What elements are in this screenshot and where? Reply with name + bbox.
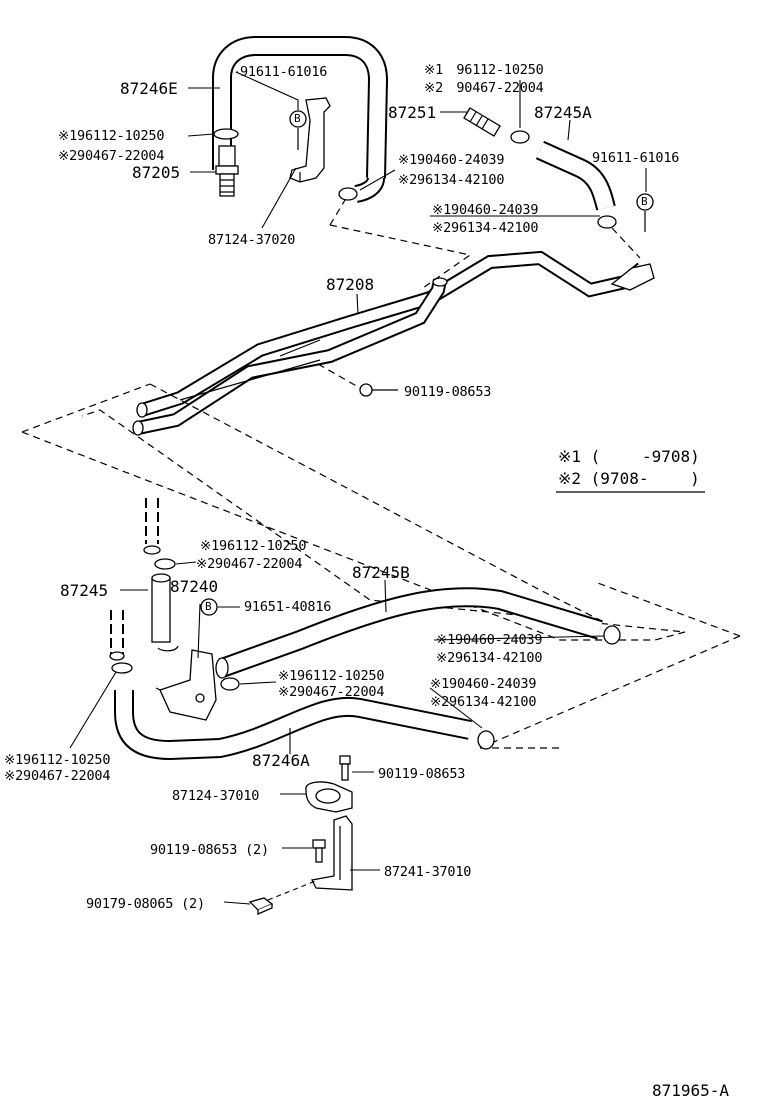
joint-87240 <box>151 573 179 652</box>
label-bolt-90119-upper: 90119-08653 <box>404 384 492 400</box>
label-clamp-90467-lower-left: ※290467-22004 <box>4 768 111 784</box>
joint-87205 <box>213 128 239 197</box>
label-clamp-96112-lower-center: ※196112-10250 <box>278 668 385 684</box>
label-bolt-90119-lower: 90119-08653 <box>378 766 466 782</box>
label-clip-91611-right: 91611-61016 <box>592 150 680 166</box>
clamp-87246A-end <box>477 730 495 750</box>
label-clamp-96134-lower-right2: ※296134-42100 <box>430 694 537 710</box>
hose-87246A <box>114 690 472 761</box>
clamp-87245A-end <box>597 215 617 229</box>
label-plate-87124-37010: 87124-37010 <box>172 788 260 804</box>
clamp-mid <box>154 558 176 570</box>
clamp-87251 <box>510 130 530 144</box>
plate-87124-37010 <box>305 781 353 813</box>
hose-87245B <box>215 587 603 679</box>
label-clamp-96134-upper-center: ※296134-42100 <box>398 172 505 188</box>
label-hose-87245A: 87245A <box>534 103 592 122</box>
label-joint-87205: 87205 <box>132 163 181 182</box>
label-bracket-87124-37020: 87124-37020 <box>208 232 296 248</box>
label-clamp-90460-lower-right1: ※190460-24039 <box>436 632 543 648</box>
clip-b-icon <box>200 598 218 616</box>
label-clip-91651: 91651-40816 <box>244 599 332 615</box>
label-clamp-96112-mid: ※196112-10250 <box>200 538 307 554</box>
label-clamp-90467-top-right: ※2 90467-22004 <box>424 80 544 96</box>
leader-lines <box>69 71 705 905</box>
clip-b-icon <box>636 193 654 232</box>
label-pipe-87208: 87208 <box>326 275 375 294</box>
label-clamp-96112-top-right: ※1 96112-10250 <box>424 62 544 78</box>
label-bolt-90119-qty2: 90119-08653 (2) <box>150 842 269 858</box>
pipe-87208 <box>132 250 655 436</box>
label-clamp-90467-lower-center: ※290467-22004 <box>278 684 385 700</box>
bolt-90119-pair <box>312 839 326 863</box>
clip-b-icon <box>289 110 307 150</box>
label-clamp-96112-left-top: ※196112-10250 <box>58 128 165 144</box>
bracket-87241-37010 <box>311 815 353 891</box>
clamp-87245B-start <box>220 677 240 691</box>
label-hose-87246E: 87246E <box>120 79 178 98</box>
label-nut-90179-qty2: 90179-08065 (2) <box>86 896 205 912</box>
note-range-2: ※2 (9708- ) <box>558 469 700 488</box>
label-hose-87245B: 87245B <box>352 563 410 582</box>
bracket-87240 <box>155 649 217 721</box>
bracket-87124-37020 <box>289 97 331 183</box>
label-clamp-90467-mid: ※290467-22004 <box>196 556 303 572</box>
label-clip-91611-top: 91611-61016 <box>240 64 328 80</box>
hose-stub-top <box>143 498 161 555</box>
bolt-90119-lower <box>339 755 351 781</box>
label-clamp-90467-left-top: ※290467-22004 <box>58 148 165 164</box>
hose-87245-stub <box>109 610 133 674</box>
label-valve-87251: 87251 <box>388 103 437 122</box>
dashed-references <box>21 199 741 749</box>
label-clamp-96112-lower-left: ※196112-10250 <box>4 752 111 768</box>
label-clamp-96134-upper-right: ※296134-42100 <box>432 220 539 236</box>
label-joint-87240: 87240 <box>170 577 219 596</box>
hose-87245A <box>535 140 616 211</box>
valve-87251 <box>463 107 501 137</box>
hose-87246E <box>212 36 389 203</box>
clip-b-marker: B <box>641 195 648 208</box>
label-clamp-90460-lower-right2: ※190460-24039 <box>430 676 537 692</box>
clip-b-marker: B <box>294 112 301 125</box>
label-hose-87246A: 87246A <box>252 751 310 770</box>
label-clamp-90460-upper-right: ※190460-24039 <box>432 202 539 218</box>
clip-b-marker: B <box>205 600 212 613</box>
label-bracket-87241-37010: 87241-37010 <box>384 864 472 880</box>
figure-number: 871965-A <box>652 1081 730 1100</box>
nut-90179-pair <box>248 897 274 915</box>
label-clamp-96134-lower-right1: ※296134-42100 <box>436 650 543 666</box>
clamp-87245B-end <box>603 625 621 645</box>
note-range-1: ※1 ( -9708) <box>558 447 700 466</box>
bolt-90119-upper <box>359 383 398 397</box>
label-clamp-90460-upper-center: ※190460-24039 <box>398 152 505 168</box>
clamp-hose-end-top <box>338 187 358 201</box>
label-hose-87245: 87245 <box>60 581 109 600</box>
